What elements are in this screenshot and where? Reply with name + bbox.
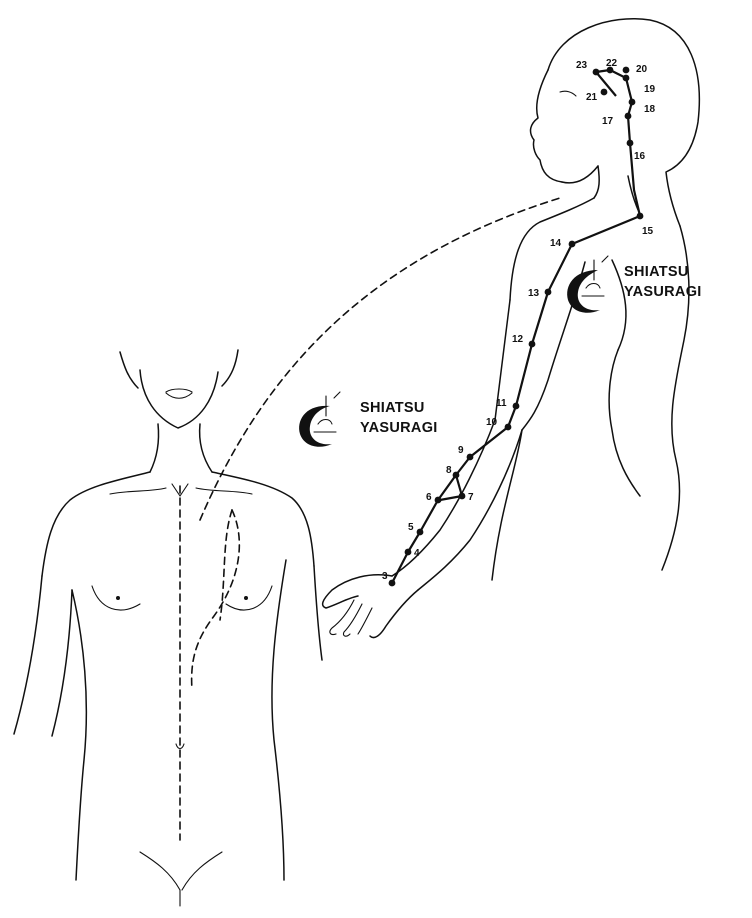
acupoint-19: [623, 75, 630, 82]
meridian-line: [392, 70, 640, 583]
logo-line1: SHIATSU: [360, 400, 425, 416]
acupoint-13: [545, 289, 552, 296]
acupoint-label-9: 9: [458, 445, 464, 456]
acupoint-20: [623, 67, 630, 74]
acupoint-label-18: 18: [644, 104, 656, 115]
acupoint-label-5: 5: [408, 522, 414, 533]
acupoint-6: [435, 497, 442, 504]
acupoint-label-3: 3: [382, 571, 388, 582]
logo-line2: YASURAGI: [624, 284, 702, 300]
acupoint-16: [627, 140, 634, 147]
acupoint-label-16: 16: [634, 151, 646, 162]
shiatsu-yasuragi-logo: SHIATSU YASURAGI: [567, 256, 701, 313]
acupoint-5: [417, 529, 424, 536]
acupoint-17: [625, 113, 632, 120]
acupoint-label-14: 14: [550, 238, 562, 249]
shiatsu-yasuragi-logo: SHIATSU YASURAGI: [299, 392, 437, 447]
acupoint-11: [513, 403, 520, 410]
yasuragi-crescent-logo-icon: [299, 406, 332, 447]
acupoint-label-22: 22: [606, 58, 618, 69]
acupoint-label-23: 23: [576, 60, 588, 71]
acupoint-7: [459, 493, 466, 500]
logo-line1: SHIATSU: [624, 264, 689, 280]
acupoint-label-15: 15: [642, 226, 654, 237]
acupoint-label-7: 7: [468, 492, 474, 503]
acupoint-label-19: 19: [644, 84, 656, 95]
acupoint-label-10: 10: [486, 417, 498, 428]
acupoint-label-12: 12: [512, 334, 524, 345]
acupoint-3: [389, 580, 396, 587]
acupoint-15: [637, 213, 644, 220]
acupoint-label-21: 21: [586, 92, 598, 103]
acupoint-label-13: 13: [528, 288, 540, 299]
yasuragi-crescent-logo-icon: [567, 270, 600, 313]
acupoint-12: [529, 341, 536, 348]
acupoint-18: [629, 99, 636, 106]
acupoints-layer: 3 4 5 6 7 89 10 11 12 13 14 15 16 17 18 19 20 21 22 23: [382, 58, 656, 586]
acupoint-10: [505, 424, 512, 431]
logo-line2: YASURAGI: [360, 420, 438, 436]
acupoint-label-4: 4: [414, 548, 420, 559]
side-body-figure: [323, 19, 700, 638]
connector-dashed-arc: [200, 198, 560, 520]
acupoint-label-8: 8: [446, 465, 452, 476]
acupoint-label-20: 20: [636, 64, 648, 75]
acupoint-14: [569, 241, 576, 248]
acupoint-label-17: 17: [602, 116, 614, 127]
acupoint-21: [601, 89, 608, 96]
acupoint-4: [405, 549, 412, 556]
front-body-figure: [14, 350, 322, 906]
acupoint-label-6: 6: [426, 492, 432, 503]
acupoint-8: [453, 472, 460, 479]
acupoint-23: [593, 69, 600, 76]
acupoint-9: [467, 454, 474, 461]
acupoint-label-11: 11: [496, 398, 507, 409]
